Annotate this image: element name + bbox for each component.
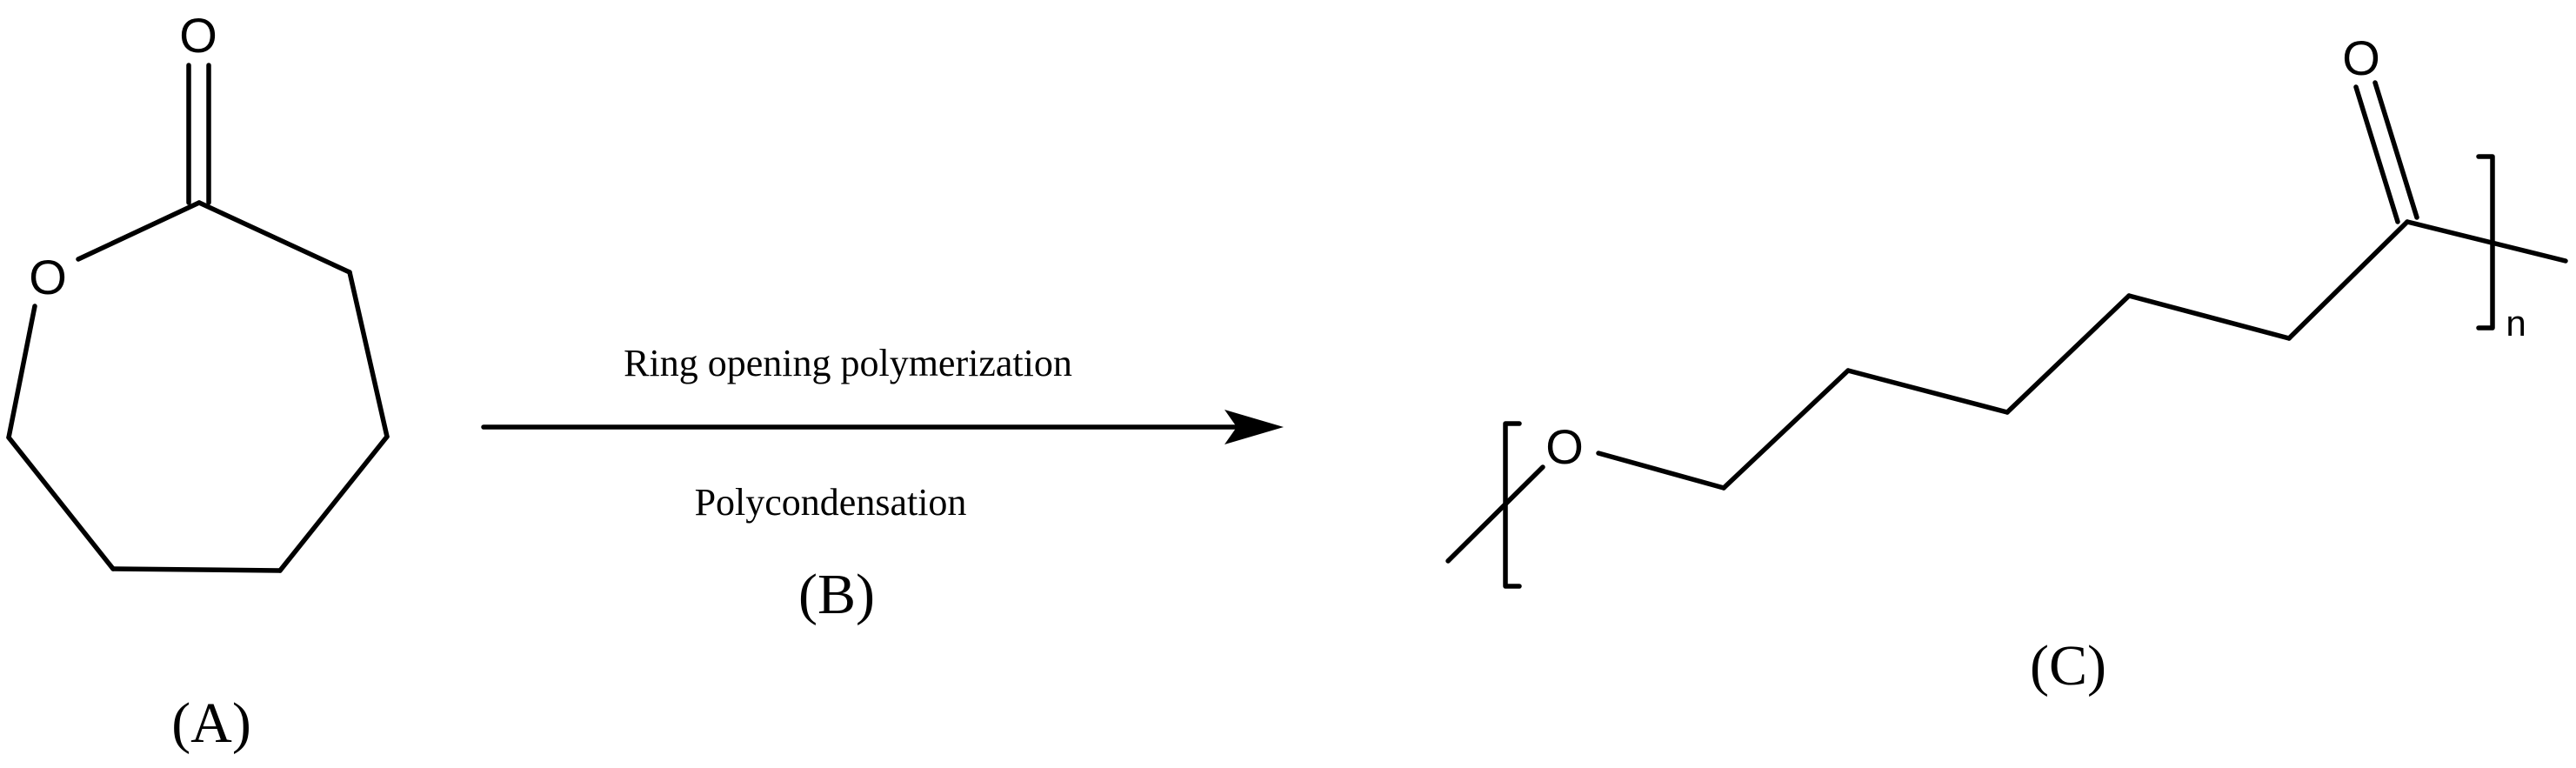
reaction-label: (B) — [798, 563, 875, 626]
reactant-ring-bond — [197, 200, 352, 275]
reaction-condition-above: Ring opening polymerization — [624, 342, 1072, 384]
caprolactone-structure: O O — [6, 8, 390, 573]
right-bracket — [2476, 154, 2495, 331]
product-chain-bond — [2126, 293, 2292, 341]
reaction-condition-below: Polycondensation — [695, 481, 967, 524]
reactant-ring-bond — [347, 270, 390, 439]
reactant-ring-bond — [76, 200, 202, 262]
product-label: (C) — [2030, 634, 2106, 698]
reactant-ring-bond — [277, 434, 390, 573]
reactant-label: (A) — [171, 691, 251, 755]
product-carbonyl-oxygen: O — [2342, 30, 2380, 85]
product-chain-bond — [1721, 368, 1851, 491]
left-terminal-bond — [1445, 464, 1545, 564]
product-chain-oxygen: O — [1545, 419, 1584, 474]
product-chain-bond — [2005, 293, 2132, 415]
product-chain-bond — [2286, 219, 2410, 341]
right-terminal-bond — [2405, 219, 2568, 264]
reactant-carbonyl-oxygen: O — [179, 8, 217, 63]
reaction-arrow — [481, 410, 1284, 444]
product-chain-bond — [1845, 368, 2010, 415]
reactant-ring-bond — [6, 304, 37, 440]
product-carbonyl-bond-2 — [2372, 80, 2419, 220]
reactant-ring-bond — [6, 435, 116, 571]
reactant-ring-oxygen: O — [29, 250, 67, 304]
reactant-ring-bond — [110, 566, 283, 573]
arrow-head — [1225, 410, 1284, 444]
product-carbonyl-bond-1 — [2353, 84, 2400, 224]
repeat-unit-subscript: n — [2506, 303, 2526, 344]
product-chain-bond — [1596, 451, 1726, 491]
polycaprolactone-structure: O O n — [1445, 30, 2568, 589]
